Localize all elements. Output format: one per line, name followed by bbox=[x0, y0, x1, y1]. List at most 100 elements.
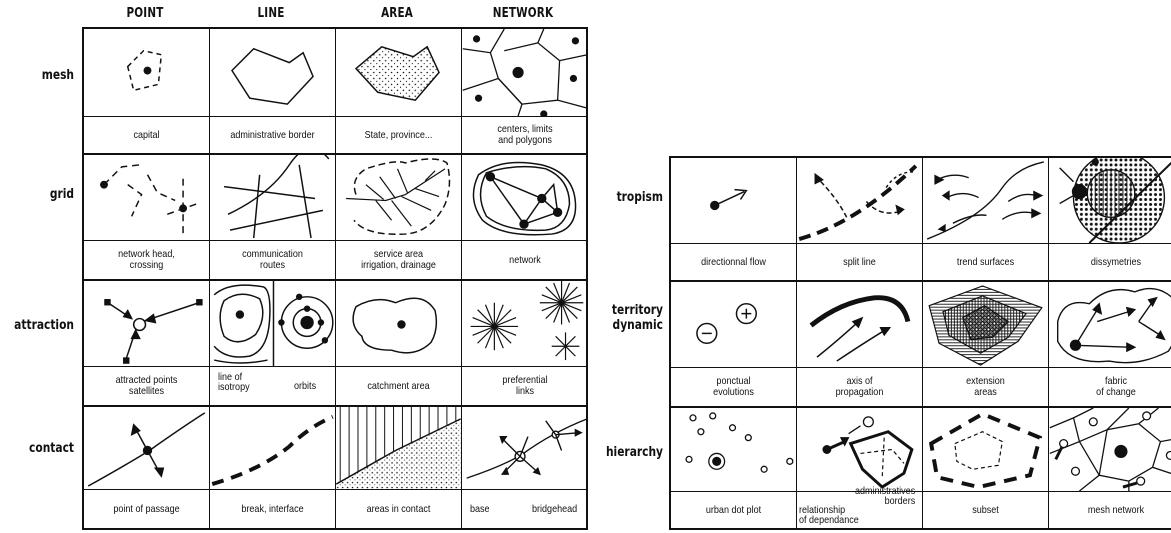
cell-grid-point: network head, crossing bbox=[84, 155, 210, 279]
caption-right: orbits bbox=[294, 380, 317, 392]
cell-mesh-point: capital bbox=[84, 29, 210, 153]
cell-mesh-line: administrative border bbox=[210, 29, 336, 153]
caption: mesh network bbox=[1087, 503, 1145, 516]
caption: communication routes bbox=[242, 248, 303, 271]
caption-left: base bbox=[470, 503, 490, 515]
grid-area-symbol bbox=[336, 155, 461, 241]
caption: catchment area bbox=[367, 379, 430, 392]
hierarchy-network-symbol bbox=[1049, 408, 1171, 492]
dynamic-area-symbol bbox=[923, 282, 1048, 368]
caption: axis of propagation bbox=[835, 375, 884, 398]
hierarchy-line-symbol bbox=[797, 408, 922, 492]
caption: point of passage bbox=[113, 502, 180, 515]
hierarchy-area-symbol bbox=[923, 408, 1048, 492]
caption: dissymetries bbox=[1090, 255, 1142, 268]
cell-attraction-area: catchment area bbox=[336, 281, 462, 405]
attraction-line-symbol bbox=[210, 281, 335, 367]
cell-dynamic-network: fabric of change bbox=[1049, 282, 1171, 406]
mesh-line-symbol bbox=[210, 29, 335, 117]
mesh-point-symbol bbox=[84, 29, 209, 117]
cell-attraction-network: preferential links bbox=[462, 281, 588, 405]
cell-tropism-network: dissymetries bbox=[1049, 158, 1171, 280]
caption: areas in contact bbox=[366, 502, 431, 515]
caption: directionnal flow bbox=[701, 255, 766, 268]
caption-top: administratives borders bbox=[855, 485, 916, 507]
cell-hierarchy-line: administratives borders relationship of … bbox=[797, 408, 923, 528]
contact-area-symbol bbox=[336, 407, 461, 490]
row-divider bbox=[84, 279, 586, 281]
caption: network head, crossing bbox=[118, 248, 175, 271]
cell-contact-point: point of passage bbox=[84, 407, 210, 528]
cell-tropism-point: directionnal flow bbox=[671, 158, 797, 280]
cell-tropism-area: trend surfaces bbox=[923, 158, 1049, 280]
column-header-network: NETWORK bbox=[492, 6, 554, 21]
row-label-territory-dynamic: territory dynamic bbox=[611, 303, 663, 333]
row-label-contact: contact bbox=[29, 441, 75, 456]
column-header-line: LINE bbox=[257, 6, 285, 21]
row-divider bbox=[671, 406, 1171, 408]
cell-attraction-line: line of isotropy orbits bbox=[210, 281, 336, 405]
cell-dynamic-point: ponctual evolutions bbox=[671, 282, 797, 406]
grid-network-symbol bbox=[462, 155, 588, 241]
contact-line-symbol bbox=[210, 407, 335, 490]
row-divider bbox=[84, 153, 586, 155]
caption: capital bbox=[133, 128, 160, 141]
dynamic-line-symbol bbox=[797, 282, 922, 368]
caption: ponctual evolutions bbox=[713, 375, 754, 398]
attraction-area-symbol bbox=[336, 281, 461, 367]
tropism-point-symbol bbox=[671, 158, 796, 244]
dynamic-point-symbol bbox=[671, 282, 796, 368]
row-label-hierarchy: hierarchy bbox=[605, 445, 663, 460]
column-header-area: AREA bbox=[381, 6, 413, 21]
caption: extension areas bbox=[966, 375, 1005, 398]
contact-network-symbol bbox=[462, 407, 588, 490]
row-label-mesh: mesh bbox=[41, 68, 74, 83]
caption: State, province... bbox=[364, 128, 433, 141]
column-header-point: POINT bbox=[126, 6, 164, 21]
row-divider bbox=[671, 280, 1171, 282]
caption-right: bridgehead bbox=[532, 503, 578, 515]
cell-contact-line: break, interface bbox=[210, 407, 336, 528]
row-divider bbox=[84, 405, 586, 407]
caption: attracted points satellites bbox=[115, 374, 178, 397]
hierarchy-point-symbol bbox=[671, 408, 796, 492]
mesh-area-symbol bbox=[336, 29, 461, 117]
left-matrix: capital administrative border State, pro… bbox=[82, 27, 588, 530]
cell-dynamic-area: extension areas bbox=[923, 282, 1049, 406]
caption: split line bbox=[843, 255, 876, 268]
right-matrix: directionnal flow split line trend surfa… bbox=[669, 156, 1171, 530]
cell-attraction-point: attracted points satellites bbox=[84, 281, 210, 405]
caption: break, interface bbox=[241, 502, 304, 515]
mesh-network-symbol bbox=[462, 29, 588, 117]
tropism-line-symbol bbox=[797, 158, 922, 244]
cell-contact-area: areas in contact bbox=[336, 407, 462, 528]
caption: service area irrigation, drainage bbox=[361, 248, 436, 271]
row-label-attraction: attraction bbox=[14, 318, 74, 333]
caption-left: line of isotropy bbox=[218, 371, 250, 393]
caption: subset bbox=[972, 503, 999, 516]
cell-contact-network: base bridgehead bbox=[462, 407, 588, 528]
caption: administrative border bbox=[230, 128, 315, 141]
cell-grid-area: service area irrigation, drainage bbox=[336, 155, 462, 279]
tropism-area-symbol bbox=[923, 158, 1048, 244]
caption: urban dot plot bbox=[705, 503, 762, 516]
attraction-network-symbol bbox=[462, 281, 588, 367]
cell-hierarchy-point: urban dot plot bbox=[671, 408, 797, 528]
cell-mesh-area: State, province... bbox=[336, 29, 462, 153]
cell-hierarchy-area: subset bbox=[923, 408, 1049, 528]
cell-hierarchy-network: mesh network bbox=[1049, 408, 1171, 528]
cell-tropism-line: split line bbox=[797, 158, 923, 280]
caption: preferential links bbox=[502, 374, 548, 397]
grid-line-symbol bbox=[210, 155, 335, 241]
grid-point-symbol bbox=[84, 155, 209, 241]
caption-left: relationship of dependance bbox=[799, 504, 859, 526]
caption: centers, limits and polygons bbox=[497, 123, 553, 146]
attraction-point-symbol bbox=[84, 281, 209, 367]
tropism-network-symbol bbox=[1049, 158, 1171, 244]
cell-grid-line: communication routes bbox=[210, 155, 336, 279]
contact-point-symbol bbox=[84, 407, 209, 490]
cell-dynamic-line: axis of propagation bbox=[797, 282, 923, 406]
dynamic-network-symbol bbox=[1049, 282, 1171, 368]
cell-mesh-network: centers, limits and polygons bbox=[462, 29, 588, 153]
row-label-grid: grid bbox=[49, 187, 74, 202]
